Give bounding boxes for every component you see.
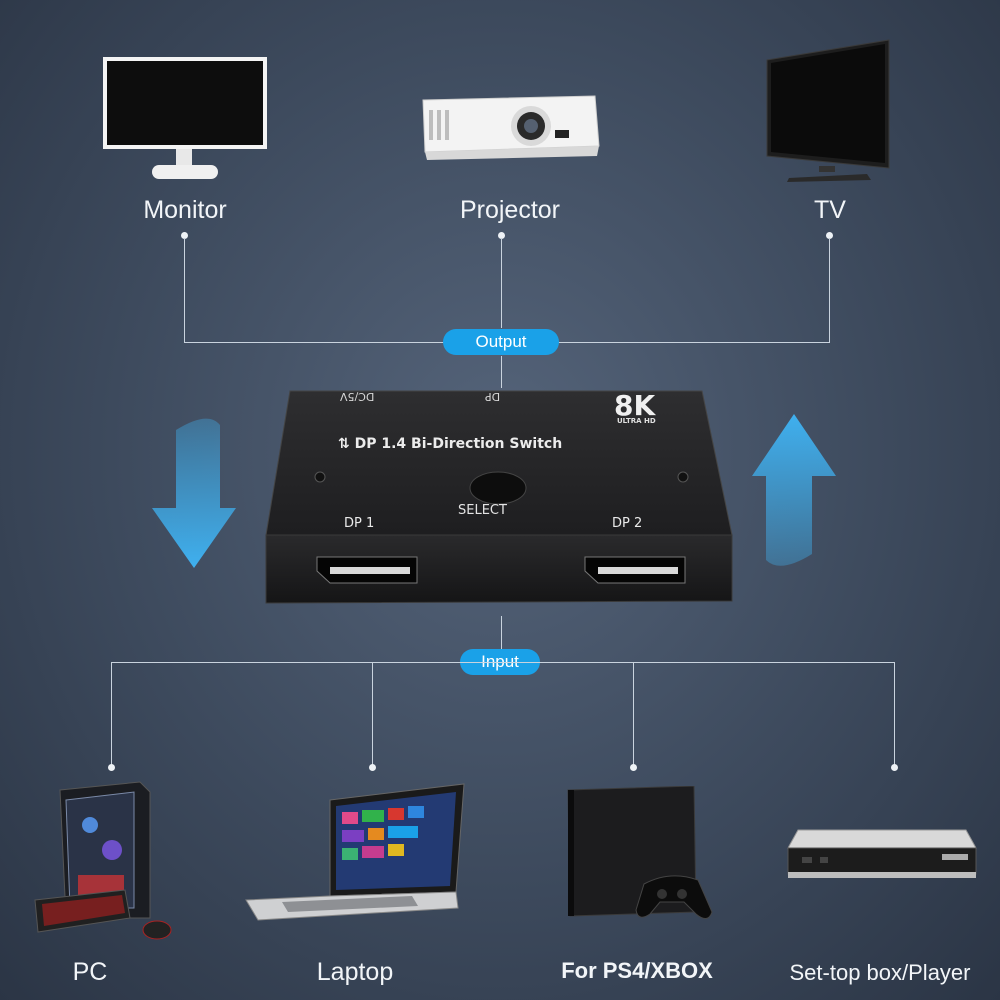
connector-line [829, 238, 830, 342]
dp1-label: DP 1 [344, 516, 375, 531]
tv-label: TV [814, 196, 846, 224]
laptop-connector-dot [369, 764, 376, 771]
connector-line [501, 616, 502, 650]
dp-port-label: DP [485, 390, 501, 403]
monitor-illustration [103, 57, 267, 179]
switch-title: ⇅ DP 1.4 Bi-Direction Switch [338, 436, 562, 452]
settop-label: Set-top box/Player [789, 960, 971, 985]
select-button[interactable] [471, 472, 529, 504]
pc-connector-dot [108, 764, 115, 771]
laptop-label: Laptop [316, 958, 394, 986]
output-tag: Output [443, 329, 559, 355]
projector-illustration [422, 95, 600, 160]
switch-title-text: DP 1.4 Bi-Direction Switch [354, 436, 563, 452]
dc-port-label: DC/5V [340, 390, 375, 403]
up-arrow-icon [752, 414, 836, 566]
tv-connector-dot [826, 232, 833, 239]
projector-label: Projector [459, 196, 561, 224]
pc-illustration [34, 781, 172, 940]
connector-line [633, 662, 634, 766]
connector-line [184, 238, 185, 342]
connector-line [111, 662, 112, 766]
monitor-connector-dot [181, 232, 188, 239]
pc-label: PC [72, 958, 108, 986]
connector-line [372, 662, 373, 766]
down-arrow-icon [152, 418, 236, 568]
settop-box-illustration [787, 829, 977, 878]
dp-switch-device [265, 390, 733, 604]
console-label: For PS4/XBOX [561, 958, 713, 983]
laptop-illustration [245, 783, 465, 921]
connector-line [501, 356, 502, 388]
connector-line [501, 238, 502, 328]
projector-connector-dot [498, 232, 505, 239]
bidirection-icon: ⇅ [338, 436, 350, 452]
console-illustration [567, 786, 713, 919]
input-bus-line [111, 662, 895, 663]
connector-line [894, 662, 895, 766]
console-connector-dot [630, 764, 637, 771]
badge-ultra-hd: ULTRA HD [617, 417, 656, 425]
tv-illustration [766, 39, 890, 182]
select-button-label: SELECT [458, 503, 507, 518]
dp2-label: DP 2 [612, 516, 643, 531]
badge-8k: 8K [614, 389, 656, 422]
monitor-label: Monitor [143, 196, 227, 224]
settop-connector-dot [891, 764, 898, 771]
